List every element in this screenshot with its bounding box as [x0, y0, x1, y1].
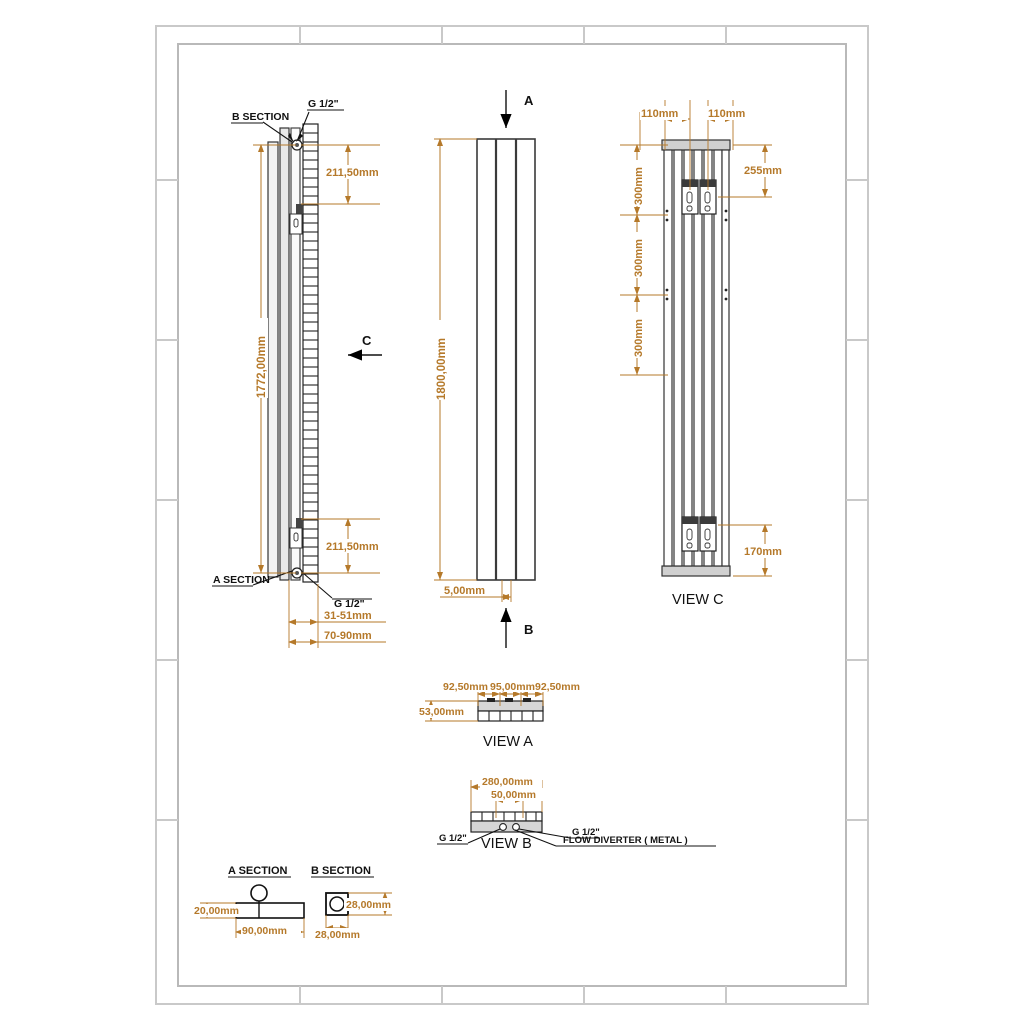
dim-view-a-widths: 92,50mm 95,00mm 92,50mm	[442, 679, 594, 706]
g-half-top-label: G 1/2"	[308, 98, 339, 110]
dim-thickness-text: 5,00mm	[444, 585, 485, 597]
dim-overall-height: 1772,00mm	[252, 144, 296, 574]
radiator-fin-stack	[302, 123, 319, 583]
dim-view-a-height-text: 53,00mm	[419, 706, 464, 718]
side-elevation-view: B SECTION G 1/2" A SECTION G 1/2" C	[212, 98, 386, 648]
dim-depth-outer-text: 70-90mm	[324, 630, 372, 642]
dim-view-c-top-bracket: 255mm	[718, 144, 794, 198]
dim-section-b-width-text: 28,00mm	[315, 929, 360, 941]
section-arrow-b: B	[500, 608, 533, 648]
leader-g-half-top	[296, 109, 344, 142]
dim-bottom-offset-text: 211,50mm	[326, 541, 379, 553]
dim-front-height: 1800,00mm	[431, 138, 477, 581]
dim-view-c-spacing: 110mm 110mm	[639, 100, 754, 190]
view-c-caption: VIEW C	[672, 592, 724, 608]
dim-view-b-width: 280,00mm	[470, 775, 543, 812]
sheet-frame	[155, 25, 869, 1005]
view-a-group: 92,50mm 95,00mm 92,50mm 53,00mm VIEW A	[418, 679, 594, 750]
leader-g-half-bottom	[302, 572, 372, 600]
dim-thickness: 5,00mm	[440, 580, 512, 602]
view-a-caption: VIEW A	[483, 734, 533, 750]
dim-view-a-left-text: 92,50mm	[443, 681, 488, 693]
dim-depth-outer: 70-90mm	[288, 628, 386, 648]
dim-view-a-right-text: 92,50mm	[535, 681, 580, 693]
section-b-caption: B SECTION	[311, 865, 371, 877]
dim-view-c-bottom-bracket-text: 170mm	[744, 546, 782, 558]
dim-section-a-height-text: 20,00mm	[194, 905, 239, 917]
dim-view-c-seg3-text: 300mm	[633, 319, 645, 357]
dim-section-b-height: 28,00mm	[344, 892, 402, 916]
section-arrow-c: C	[348, 333, 382, 361]
dim-depth-inner-text: 31-51mm	[324, 610, 372, 622]
bracket-top	[289, 204, 303, 235]
dim-view-b-center-text: 50,00mm	[491, 789, 536, 801]
g-half-bottom-label: G 1/2"	[334, 598, 365, 610]
dim-view-c-seg2-text: 300mm	[633, 239, 645, 277]
dim-overall-height-text: 1772,00mm	[256, 336, 268, 398]
arrow-b-label: B	[524, 622, 533, 637]
dim-view-c-seg1-text: 300mm	[633, 167, 645, 205]
view-c-mount-holes	[665, 209, 728, 301]
view-b-caption: VIEW B	[481, 836, 532, 852]
dim-front-height-text: 1800,00mm	[436, 338, 448, 400]
dim-section-a-width-text: 90,00mm	[242, 925, 287, 937]
view-b-leaders	[437, 828, 716, 847]
dim-top-offset: 211,50mm	[301, 144, 386, 205]
section-a-group: A SECTION 20,00mm 90,00mm	[192, 865, 305, 938]
front-elevation-view: A B 1800,00mm 5,00mm	[431, 90, 536, 648]
view-b-group: 280,00mm 50,00mm G 1/2" G 1/2" FLOW DIVE…	[437, 775, 716, 852]
arrow-c-label: C	[362, 333, 372, 348]
dim-view-c-bottom-bracket: 170mm	[718, 524, 794, 577]
g-half-left-label: G 1/2"	[439, 833, 467, 844]
dim-view-c-left-text: 110mm	[641, 108, 679, 120]
dim-view-a-height: 53,00mm	[418, 700, 478, 722]
section-arrow-a: A	[500, 90, 534, 128]
dim-section-a-height: 20,00mm	[192, 902, 250, 919]
dim-view-b-center: 50,00mm	[489, 788, 547, 818]
view-c-tubes	[663, 149, 730, 567]
section-b-group: B SECTION 28,00mm 28,00mm	[311, 865, 402, 941]
dim-view-c-segments: 300mm 300mm 300mm	[620, 144, 668, 376]
b-section-label: B SECTION	[232, 111, 289, 123]
flow-diverter-label: FLOW DIVERTER ( METAL )	[563, 835, 688, 846]
dim-view-c-top-bracket-text: 255mm	[744, 165, 782, 177]
dim-view-a-center-text: 95,00mm	[490, 681, 535, 693]
dim-depth-inner: 31-51mm	[288, 580, 386, 628]
dim-top-offset-text: 211,50mm	[326, 167, 379, 179]
dim-view-b-width-text: 280,00mm	[482, 776, 533, 788]
section-a-caption: A SECTION	[228, 865, 288, 877]
view-c-bracket-bottom	[681, 516, 717, 552]
a-section-label: A SECTION	[213, 574, 270, 586]
dim-section-b-height-text: 28,00mm	[346, 899, 391, 911]
dim-section-b-width: 28,00mm	[314, 915, 372, 941]
g-half-right-label: G 1/2"	[572, 827, 600, 838]
dim-view-c-right-text: 110mm	[708, 108, 746, 120]
dim-section-a-width: 90,00mm	[235, 918, 305, 938]
bracket-bottom	[289, 518, 303, 549]
dim-bottom-offset: 211,50mm	[301, 518, 386, 574]
view-c-group: 110mm 110mm 255mm 300mm 300mm 300mm	[620, 100, 794, 608]
leader-b-section	[231, 121, 294, 143]
arrow-a-label: A	[524, 93, 534, 108]
